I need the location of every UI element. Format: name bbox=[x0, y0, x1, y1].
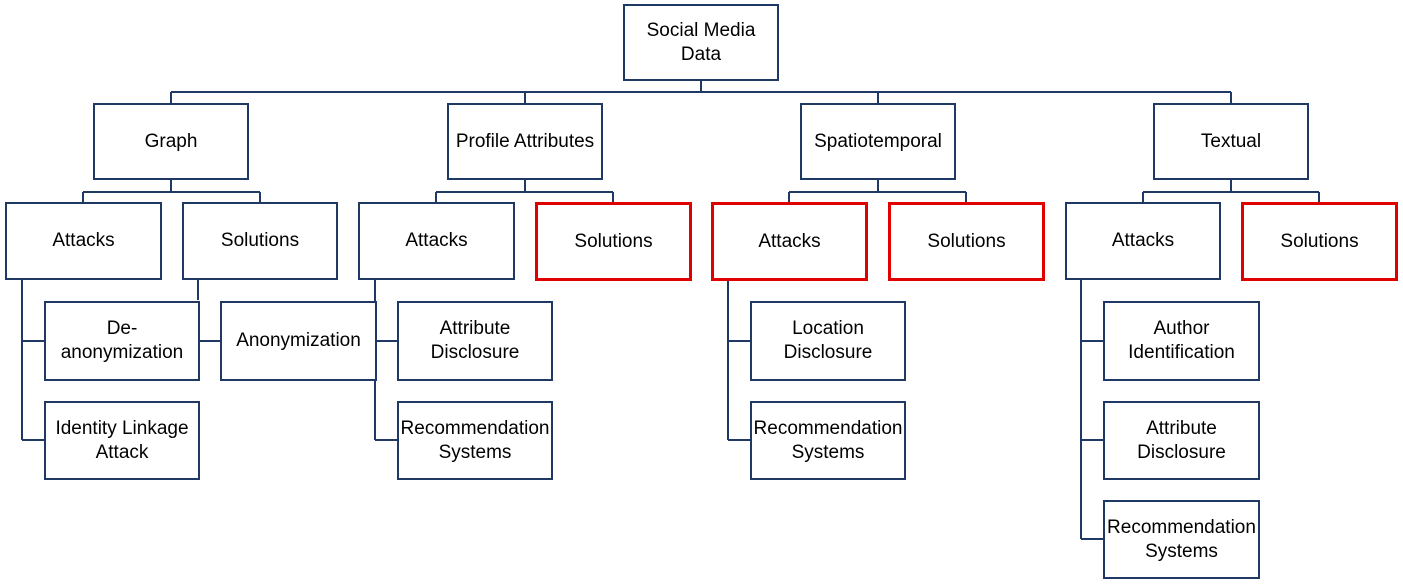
leaf-label: Recommendation Systems bbox=[400, 417, 550, 463]
textual-solutions-node: Solutions bbox=[1241, 202, 1398, 281]
category-spatiotemporal: Spatiotemporal bbox=[800, 103, 956, 180]
node-label: Solutions bbox=[574, 230, 653, 252]
textual-attacks-node: Attacks bbox=[1065, 202, 1221, 280]
category-label: Profile Attributes bbox=[455, 130, 595, 152]
spatiotemporal-attacks-node: Attacks bbox=[711, 202, 868, 281]
category-label: Textual bbox=[1200, 130, 1262, 152]
node-label: Attacks bbox=[758, 230, 821, 252]
category-label: Spatiotemporal bbox=[814, 130, 942, 152]
leaf-label: Recommendation Systems bbox=[1107, 516, 1256, 562]
node-label: Solutions bbox=[220, 230, 300, 251]
category-graph: Graph bbox=[93, 103, 249, 180]
category-profile-attributes: Profile Attributes bbox=[447, 103, 603, 180]
leaf-profile-attribute-disclosure: Attribute Disclosure bbox=[397, 301, 553, 381]
leaf-location-disclosure: Location Disclosure bbox=[750, 301, 906, 381]
leaf-spatiotemporal-recommendation-systems: Recommendation Systems bbox=[750, 401, 906, 480]
leaf-label: De-anonymization bbox=[60, 318, 184, 363]
leaf-profile-recommendation-systems: Recommendation Systems bbox=[397, 401, 553, 480]
leaf-label: Identity Linkage Attack bbox=[55, 417, 189, 463]
node-label: Attacks bbox=[52, 230, 115, 251]
node-label: Attacks bbox=[405, 230, 468, 251]
leaf-textual-attribute-disclosure: Attribute Disclosure bbox=[1103, 401, 1260, 480]
graph-solutions-node: Solutions bbox=[182, 202, 338, 280]
leaf-identity-linkage-attack: Identity Linkage Attack bbox=[44, 401, 200, 480]
root-node: Social Media Data bbox=[623, 4, 779, 81]
leaf-de-anonymization: De-anonymization bbox=[44, 301, 200, 381]
leaf-author-identification: Author Identification bbox=[1103, 301, 1260, 381]
profile-solutions-node: Solutions bbox=[535, 202, 692, 281]
root-label: Social Media Data bbox=[646, 19, 756, 65]
graph-attacks-node: Attacks bbox=[5, 202, 162, 280]
leaf-anonymization: Anonymization bbox=[220, 301, 377, 381]
leaf-textual-recommendation-systems: Recommendation Systems bbox=[1103, 500, 1260, 579]
leaf-label: Recommendation Systems bbox=[753, 417, 903, 463]
leaf-label: Anonymization bbox=[236, 330, 361, 351]
leaf-label: Author Identification bbox=[1128, 318, 1235, 363]
spatiotemporal-solutions-node: Solutions bbox=[888, 202, 1045, 281]
leaf-label: Attribute Disclosure bbox=[1137, 417, 1226, 463]
node-label: Solutions bbox=[927, 230, 1006, 252]
profile-attacks-node: Attacks bbox=[358, 202, 515, 280]
leaf-label: Location Disclosure bbox=[783, 318, 873, 363]
category-label: Graph bbox=[144, 130, 198, 152]
category-textual: Textual bbox=[1153, 103, 1309, 180]
node-label: Solutions bbox=[1280, 230, 1359, 252]
leaf-label: Attribute Disclosure bbox=[430, 318, 520, 363]
node-label: Attacks bbox=[1111, 230, 1175, 251]
